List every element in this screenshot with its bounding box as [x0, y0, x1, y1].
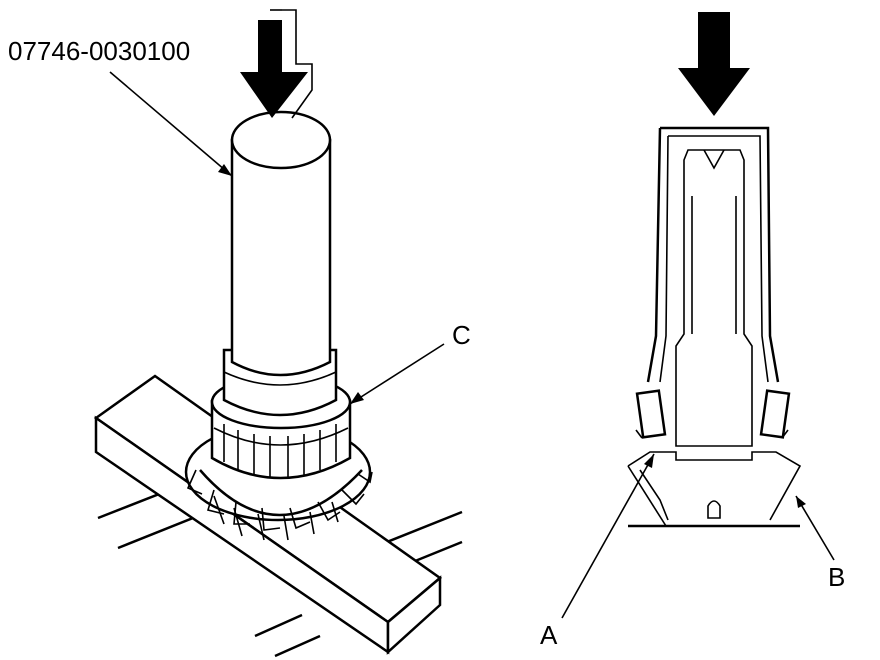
callout-b-label: B	[828, 562, 845, 592]
tool-number-label: 07746-0030100	[8, 36, 190, 66]
driver-tool	[222, 110, 338, 417]
driver-outline-left	[646, 127, 662, 383]
gear-section	[627, 451, 802, 528]
callout-c-label: C	[452, 320, 471, 350]
leader-tool	[109, 71, 233, 177]
leader-b	[795, 495, 835, 561]
driver-outline-right	[660, 126, 780, 383]
right-cross-section: A B	[540, 12, 845, 650]
leader-c	[349, 343, 445, 405]
bearing-rollers	[635, 389, 791, 439]
left-illustration: 07746-0030100 C	[8, 9, 471, 658]
leader-a	[561, 453, 655, 619]
down-arrow-icon	[240, 9, 313, 119]
down-arrow-icon	[678, 12, 750, 116]
pinion-shaft-section	[675, 149, 753, 447]
callout-a-label: A	[540, 620, 558, 650]
